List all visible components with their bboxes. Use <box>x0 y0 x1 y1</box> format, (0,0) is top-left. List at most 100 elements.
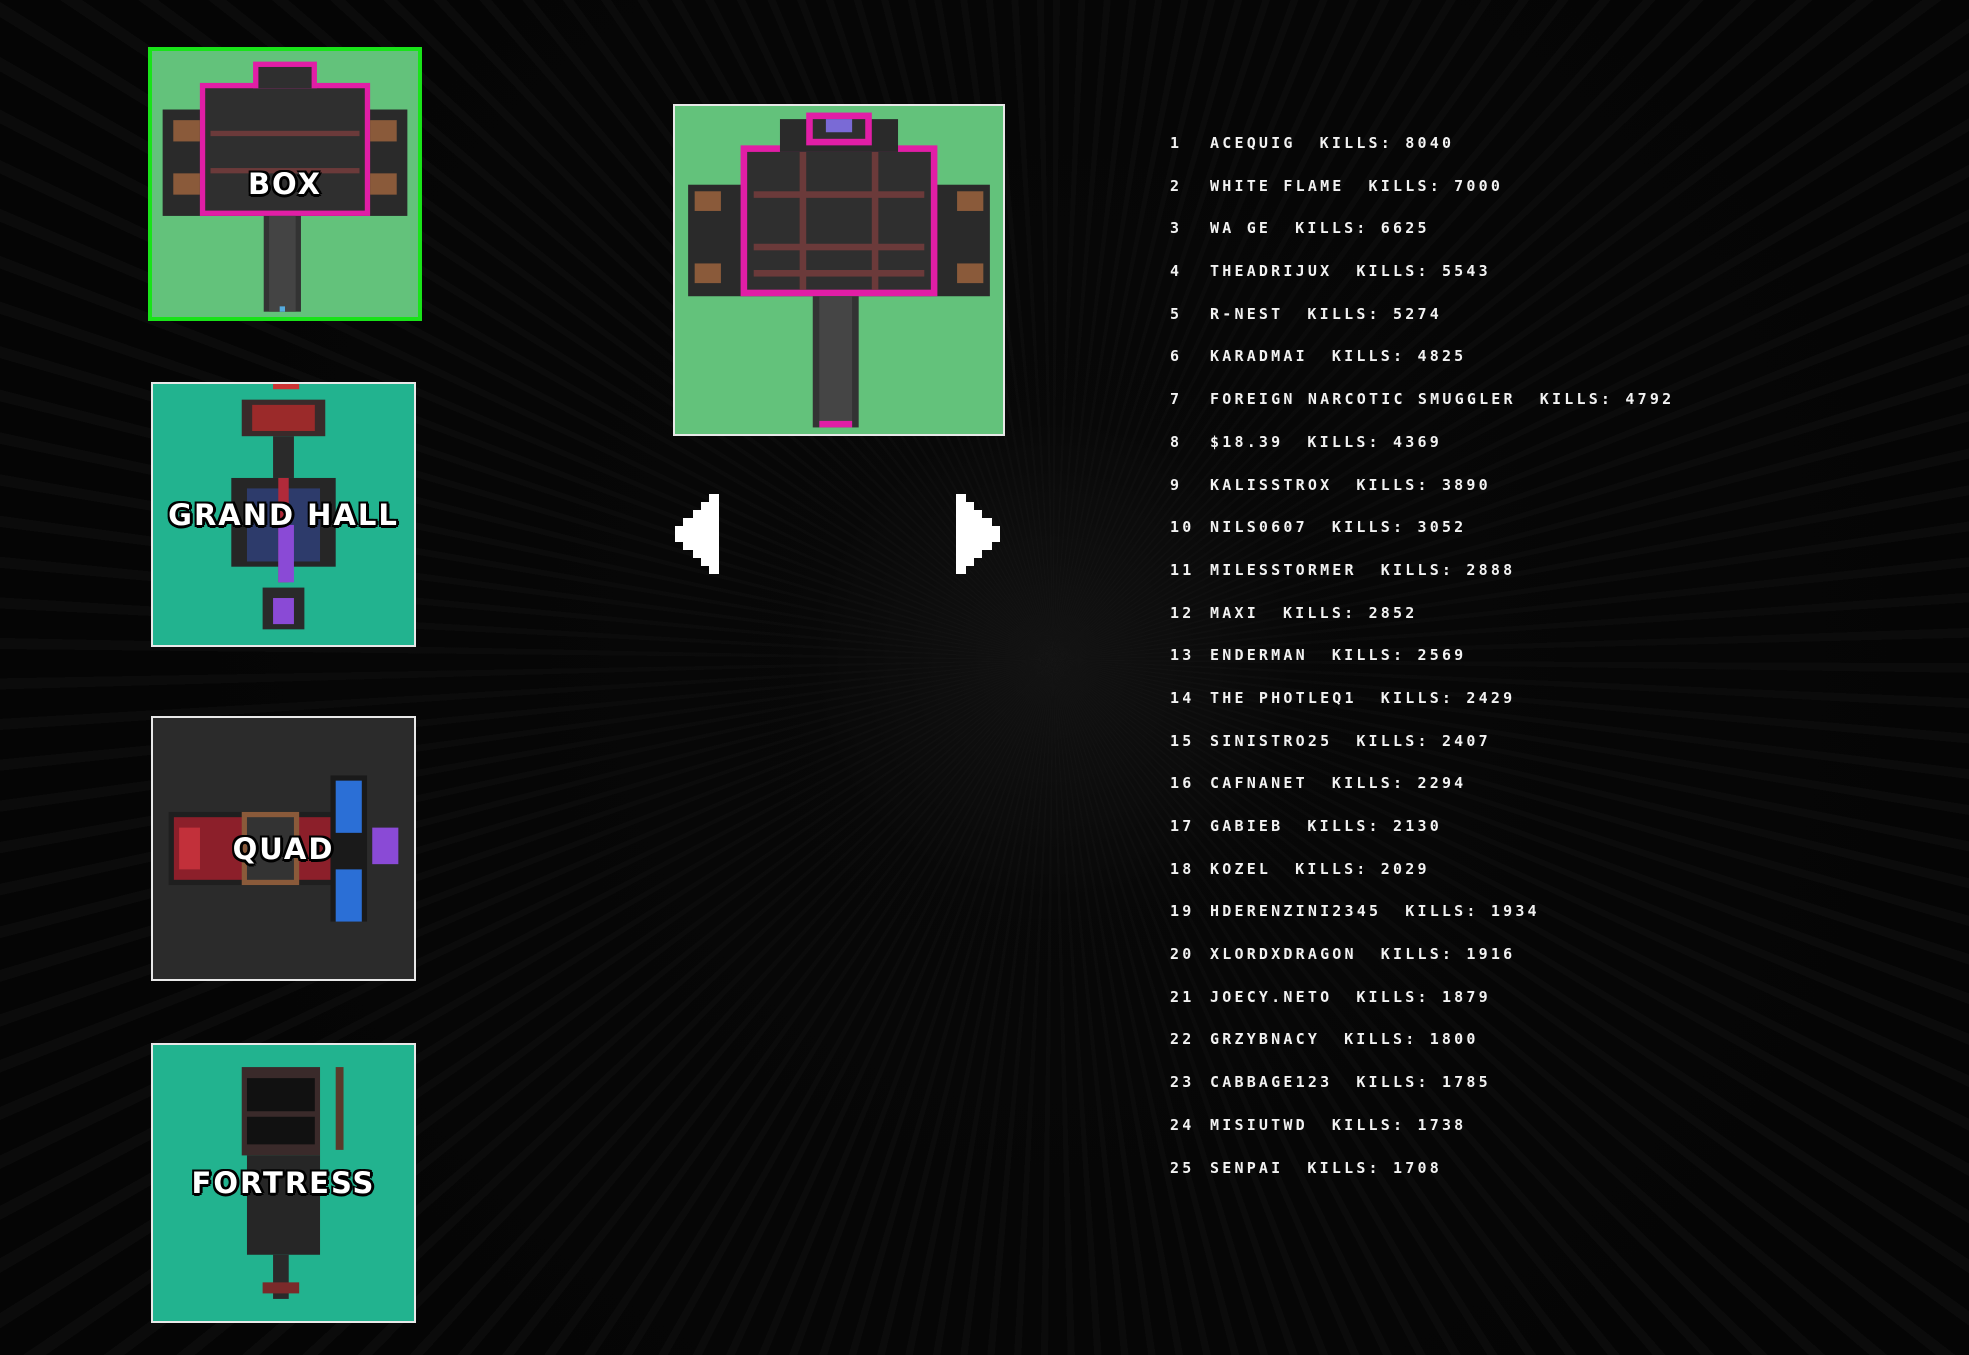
leaderboard-kills-value: 2130 <box>1393 817 1442 835</box>
leaderboard-kills-label: KILLS: <box>1380 945 1455 964</box>
selected-map-image <box>675 106 1003 434</box>
leaderboard-player-name: GRZYBNACY <box>1210 1030 1321 1049</box>
leaderboard-kills-label: KILLS: <box>1331 1115 1406 1134</box>
leaderboard-kills-label: KILLS: <box>1307 1158 1381 1177</box>
leaderboard-rank: 13 <box>1170 646 1195 665</box>
arrow-left-icon <box>675 494 719 574</box>
map-grand-hall-thumbnail <box>153 384 414 645</box>
leaderboard-rank: 12 <box>1170 603 1195 622</box>
next-map-button[interactable] <box>944 494 1002 574</box>
map-quad-thumbnail <box>153 718 414 979</box>
leaderboard-kills-value: 2852 <box>1368 603 1418 622</box>
leaderboard-kills-value: 1934 <box>1490 902 1540 921</box>
map-card-grand-hall[interactable]: GRAND HALL <box>151 382 416 647</box>
leaderboard-player-name: MILESSTORMER <box>1210 560 1357 579</box>
map-card-quad[interactable]: QUAD <box>151 716 416 981</box>
map-label-grand-hall: GRAND HALL <box>168 497 399 532</box>
leaderboard-player-name: WA GE <box>1210 219 1272 238</box>
leaderboard-row: 17 GABIEB KILLS: 2130 <box>1170 811 1674 854</box>
leaderboard-rank: 3 <box>1170 219 1183 238</box>
map-label-quad: QUAD <box>232 831 335 866</box>
leaderboard-kills-label: KILLS: <box>1295 859 1369 878</box>
leaderboard-row: 7 FOREIGN NARCOTIC SMUGGLER KILLS: 4792 <box>1170 384 1674 427</box>
leaderboard-player-name: KOZEL <box>1210 859 1272 878</box>
leaderboard-kills-value: 4792 <box>1625 390 1675 409</box>
leaderboard-player-name: SENPAI <box>1210 1158 1284 1177</box>
leaderboard-kills-value: 4369 <box>1393 432 1442 451</box>
leaderboard-player-name: CAFNANET <box>1210 774 1308 793</box>
leaderboard-kills-label: KILLS: <box>1331 347 1406 366</box>
leaderboard-rank: 23 <box>1170 1073 1195 1092</box>
leaderboard-rank: 20 <box>1170 945 1195 964</box>
leaderboard-kills-value: 2888 <box>1466 560 1516 579</box>
leaderboard-kills-value: 5274 <box>1393 304 1442 323</box>
leaderboard-kills-label: KILLS: <box>1356 262 1430 281</box>
leaderboard-player-name: CABBAGE123 <box>1210 1073 1333 1092</box>
leaderboard-player-name: FOREIGN NARCOTIC SMUGGLER <box>1210 390 1516 409</box>
leaderboard-player-name: SINISTRO25 <box>1210 731 1333 750</box>
leaderboard-player-name: KARADMAI <box>1210 347 1308 366</box>
leaderboard-kills-value: 5543 <box>1441 262 1491 281</box>
leaderboard-player-name: $18.39 <box>1210 432 1284 451</box>
leaderboard-rank: 8 <box>1170 432 1183 451</box>
leaderboard-player-name: XLORDXDRAGON <box>1210 945 1357 964</box>
leaderboard-kills-label: KILLS: <box>1539 390 1614 409</box>
leaderboard-kills-label: KILLS: <box>1380 688 1455 707</box>
leaderboard-player-name: MISIUTWD <box>1210 1115 1308 1134</box>
leaderboard-rank: 22 <box>1170 1030 1195 1049</box>
leaderboard-kills-label: KILLS: <box>1356 731 1430 750</box>
leaderboard-kills-label: KILLS: <box>1319 134 1394 152</box>
leaderboard-kills-label: KILLS: <box>1307 432 1381 451</box>
leaderboard-kills-label: KILLS: <box>1356 1073 1430 1092</box>
leaderboard-kills-label: KILLS: <box>1282 603 1357 622</box>
leaderboard-kills-value: 2407 <box>1441 731 1491 750</box>
leaderboard-kills-value: 4825 <box>1417 347 1467 366</box>
leaderboard-row: 20 XLORDXDRAGON KILLS: 1916 <box>1170 939 1674 982</box>
leaderboard-player-name: R-NEST <box>1210 304 1284 323</box>
leaderboard-rank: 21 <box>1170 987 1195 1006</box>
map-card-box[interactable]: BOX <box>148 47 422 321</box>
leaderboard-player-name: WHITE FLAME <box>1210 176 1345 195</box>
leaderboard-row: 8 $18.39 KILLS: 4369 <box>1170 427 1674 470</box>
leaderboard-player-name: ENDERMAN <box>1210 646 1308 665</box>
leaderboard-rank: 17 <box>1170 817 1195 835</box>
leaderboard-kills-label: KILLS: <box>1368 176 1442 195</box>
leaderboard-kills-label: KILLS: <box>1295 219 1369 238</box>
leaderboard-row: 11 MILESSTORMER KILLS: 2888 <box>1170 555 1674 598</box>
map-label-box: BOX <box>247 167 323 201</box>
leaderboard-player-name: KALISSTROX <box>1210 475 1333 494</box>
leaderboard-kills-value: 1916 <box>1466 945 1516 964</box>
leaderboard-player-name: GABIEB <box>1210 817 1284 835</box>
leaderboard-rank: 9 <box>1170 475 1183 494</box>
leaderboard-player-name: ACEQUIG <box>1210 134 1296 152</box>
leaderboard-rank: 5 <box>1170 304 1183 323</box>
leaderboard-rank: 19 <box>1170 902 1195 921</box>
leaderboard-kills-label: KILLS: <box>1380 560 1455 579</box>
leaderboard-kills-value: 2569 <box>1417 646 1467 665</box>
map-card-fortress[interactable]: FORTRESS <box>151 1043 416 1323</box>
arrow-right-icon <box>956 494 1000 574</box>
leaderboard-kills-value: 1738 <box>1417 1115 1467 1134</box>
previous-map-button[interactable] <box>673 494 731 574</box>
leaderboard-rank: 11 <box>1170 560 1195 579</box>
leaderboard-kills-label: KILLS: <box>1356 987 1430 1006</box>
leaderboard-kills-value: 3052 <box>1417 518 1467 537</box>
leaderboard-rank: 2 <box>1170 176 1183 195</box>
leaderboard-rank: 7 <box>1170 390 1183 409</box>
leaderboard-player-name: THE PHOTLEQ1 <box>1210 688 1357 707</box>
leaderboard-kills-label: KILLS: <box>1307 817 1381 835</box>
